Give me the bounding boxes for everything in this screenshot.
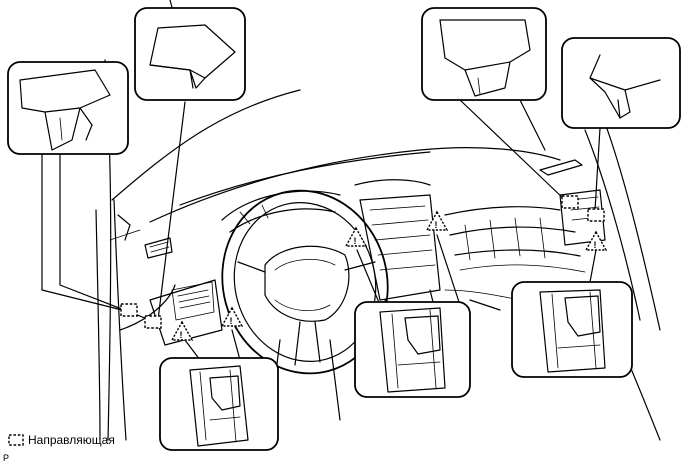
figure-ref: P [3,453,9,463]
guide-symbol-icon [8,434,24,446]
guide-marker [587,208,605,222]
claw-marker: ! [344,226,368,247]
clip-detail-top-left [7,61,129,155]
claw-detail-bottom-right [511,281,633,378]
claw-marker: ! [220,306,244,327]
svg-text:!: ! [435,220,438,230]
clip-detail-top-right-b [561,37,681,129]
svg-text:!: ! [354,236,357,246]
claw-markers: ! ! ! ! ! [170,210,608,341]
svg-text:!: ! [594,240,597,250]
leader-lines [41,99,601,361]
svg-text:!: ! [230,316,233,326]
legend-label: Направляющая [28,433,115,447]
guide-markers [120,195,605,329]
dashboard-drawing [95,0,661,441]
claw-marker: ! [425,210,449,231]
guide-marker [561,195,579,209]
claw-detail-bottom-center [354,301,471,398]
guide-marker [120,303,138,317]
claw-marker: ! [584,230,608,251]
claw-marker: ! [170,320,194,341]
guide-marker [144,315,162,329]
clip-detail-top-mid [134,7,246,101]
svg-text:!: ! [180,330,183,340]
claw-detail-bottom-left [159,357,279,451]
clip-detail-top-right-a [421,7,547,101]
legend: Направляющая [8,433,115,447]
